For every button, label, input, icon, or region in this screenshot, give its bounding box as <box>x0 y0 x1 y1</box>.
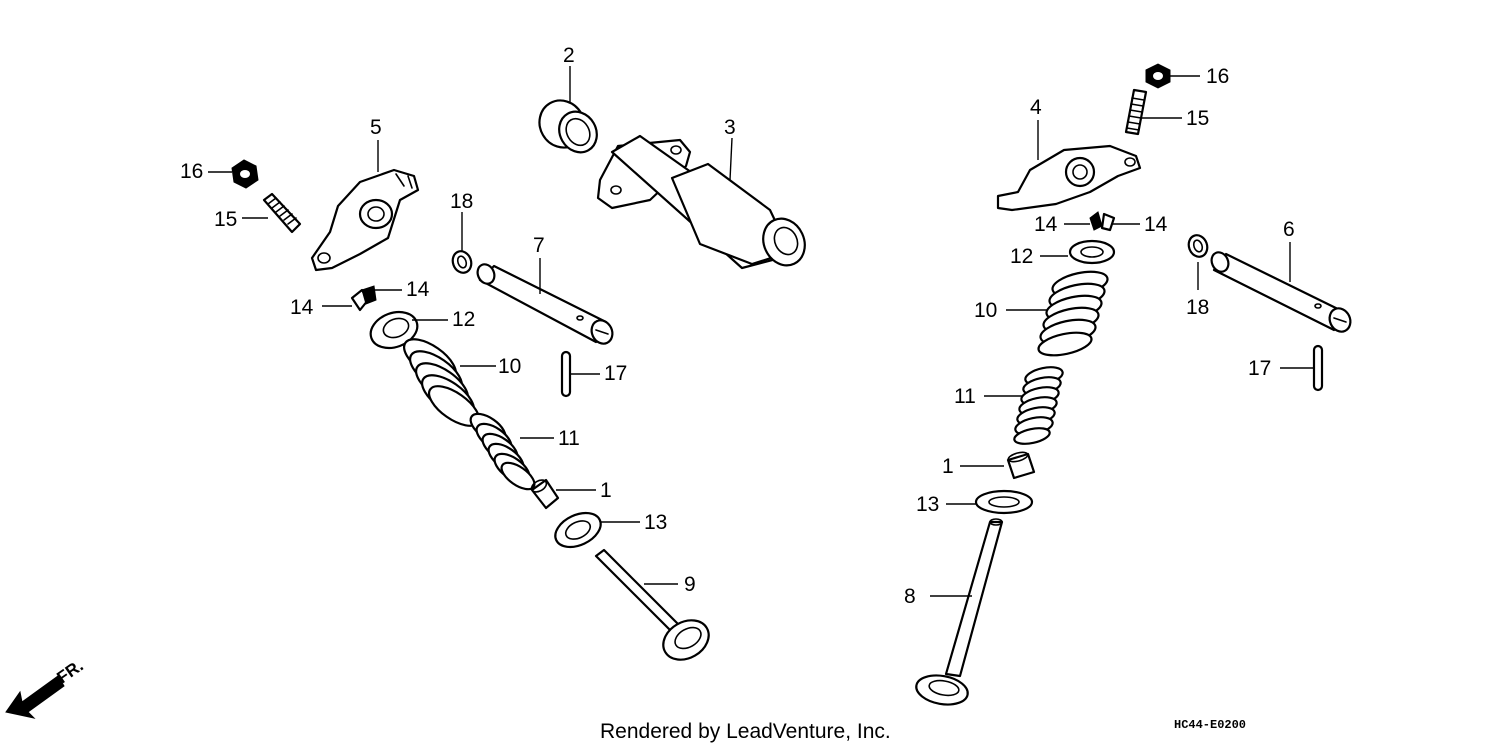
callout-14-left-a: 14 <box>406 278 430 301</box>
callout-12-left: 12 <box>452 308 475 331</box>
callout-1-left: 1 <box>600 479 612 502</box>
callout-6: 6 <box>1283 218 1295 241</box>
part-16-nut-left <box>231 159 259 189</box>
part-16-nut-right <box>1145 63 1171 89</box>
callout-18-right: 18 <box>1186 296 1209 319</box>
part-15-adjust-screw-right <box>1124 88 1148 136</box>
callout-18-left: 18 <box>450 190 473 213</box>
leader-lines <box>208 66 1314 597</box>
part-13-seat-washer-right <box>974 489 1034 515</box>
part-17-dowel-pin-left <box>560 350 572 398</box>
part-9-valve-left <box>594 548 710 661</box>
part-10-outer-spring-right <box>1037 270 1109 357</box>
part-18-o-ring-right <box>1187 234 1209 258</box>
callout-13-right: 13 <box>916 493 939 516</box>
part-12-retainer-right <box>1068 239 1116 265</box>
callout-5: 5 <box>370 116 382 139</box>
callout-10-right: 10 <box>974 299 997 322</box>
part-1-stem-seal-right <box>1006 451 1036 480</box>
callout-15-right: 15 <box>1186 107 1209 130</box>
callout-10-left: 10 <box>498 355 521 378</box>
callout-9: 9 <box>684 573 696 596</box>
part-1-stem-seal-left <box>530 478 560 510</box>
callout-14-left-b: 14 <box>290 296 314 319</box>
callout-7: 7 <box>533 234 545 257</box>
callout-2: 2 <box>563 44 575 67</box>
callout-13-left: 13 <box>644 511 667 534</box>
callout-14-right-b: 14 <box>1144 213 1168 236</box>
callout-8: 8 <box>904 585 916 608</box>
callout-14-right-a: 14 <box>1034 213 1058 236</box>
part-5-rocker-arm <box>310 168 420 272</box>
part-2-ring <box>538 99 598 154</box>
callout-11-right: 11 <box>954 385 976 408</box>
front-direction-indicator: FR. <box>5 656 87 719</box>
part-4-rocker-arm <box>996 144 1142 212</box>
part-11-inner-spring-left <box>469 412 536 491</box>
callout-numbers: 2 3 5 16 15 18 7 14 14 12 10 17 11 1 13 … <box>180 44 1295 608</box>
part-3-camshaft <box>596 134 806 270</box>
callout-3: 3 <box>724 116 736 139</box>
part-8-valve-right <box>915 518 1004 706</box>
part-12-retainer-left <box>369 310 419 350</box>
diagram-code: HC44-E0200 <box>1174 718 1246 732</box>
part-17-dowel-pin-right <box>1312 344 1324 392</box>
part-14-cotters-right <box>1089 211 1116 232</box>
callout-15-left: 15 <box>214 208 237 231</box>
part-10-outer-spring-left <box>403 338 480 427</box>
part-13-seat-washer-left <box>554 511 602 549</box>
callout-4: 4 <box>1030 96 1042 119</box>
part-6-rocker-shaft-right <box>1210 251 1352 333</box>
callout-16-left: 16 <box>180 160 203 183</box>
footer-attribution: Rendered by LeadVenture, Inc. <box>600 720 891 743</box>
callout-11-left: 11 <box>558 427 580 450</box>
part-15-adjust-screw-left <box>262 192 302 234</box>
part-11-inner-spring-right <box>1013 366 1064 445</box>
callout-16-right: 16 <box>1206 65 1229 88</box>
part-18-o-ring-left <box>451 250 473 274</box>
callout-1-right: 1 <box>942 455 954 478</box>
callout-17-left: 17 <box>604 362 627 385</box>
front-arrow-icon <box>5 675 65 719</box>
callout-17-right: 17 <box>1248 357 1271 380</box>
callout-12-right: 12 <box>1010 245 1033 268</box>
part-7-rocker-shaft-left <box>476 263 614 345</box>
